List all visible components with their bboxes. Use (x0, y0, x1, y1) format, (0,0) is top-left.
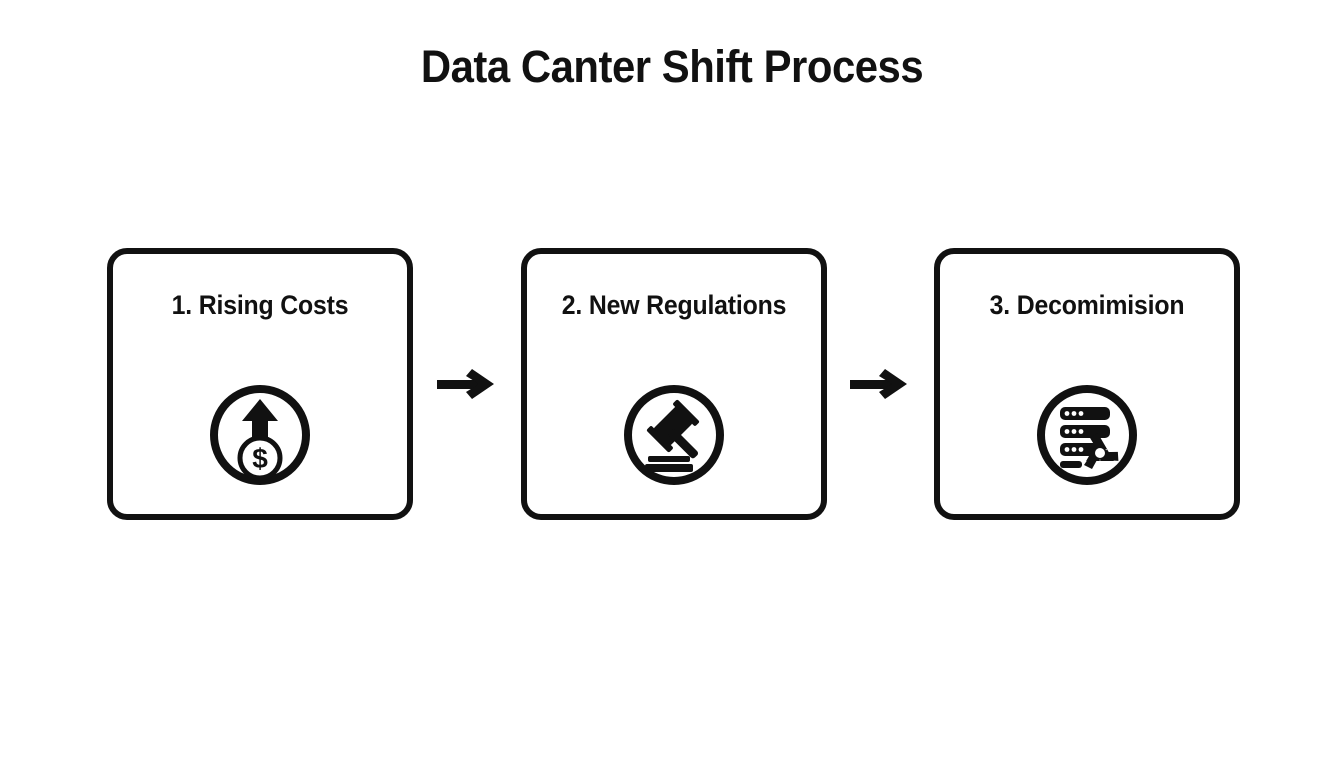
arrow-right-icon (850, 369, 908, 399)
step-card-3[interactable]: 3. Decomimision (934, 248, 1240, 520)
connector-2 (848, 364, 912, 404)
page-title: Data Canter Shift Process (420, 41, 924, 92)
rising-cost-arrow-dollar-icon: $ (210, 385, 310, 485)
step-card-1[interactable]: 1. Rising Costs $ (107, 248, 413, 520)
arrow-right-icon (436, 369, 494, 399)
process-flow-row: 1. Rising Costs $ 2. New Regulations (107, 248, 1240, 520)
step-card-2[interactable]: 2. New Regulations (520, 248, 827, 520)
connector-1 (435, 364, 499, 404)
server-recycle-icon (1037, 385, 1137, 485)
step-label-1: 1. Rising Costs (171, 290, 349, 320)
step-label-3: 3. Decomimision (989, 290, 1185, 320)
step-label-2: 2. New Regulations (561, 290, 786, 320)
svg-text:$: $ (252, 443, 268, 474)
gavel-icon (623, 385, 724, 485)
